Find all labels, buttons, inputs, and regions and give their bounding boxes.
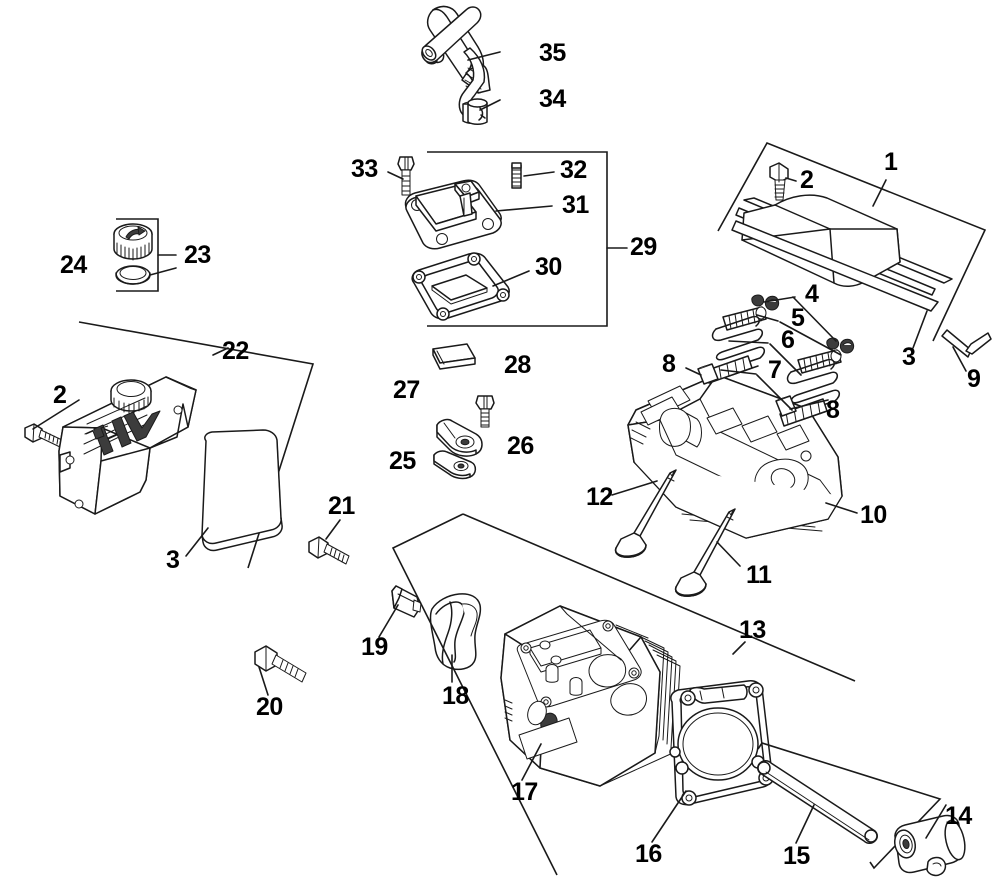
part-30-breather-gasket <box>411 252 510 321</box>
callout-5: 5 <box>791 304 805 332</box>
callout-19: 19 <box>361 633 388 661</box>
callout-23: 23 <box>184 241 211 269</box>
part-19-valve-lifter <box>391 585 422 618</box>
group-bracket-29 <box>427 151 628 327</box>
callout-31: 31 <box>562 191 589 219</box>
callout-30: 30 <box>535 253 562 281</box>
part-1-rocker-cover <box>731 194 953 312</box>
callout-8b: 8 <box>826 396 840 424</box>
part-25-small-clip <box>433 450 477 480</box>
callout-6: 6 <box>781 326 795 354</box>
part-12-intake-valve <box>614 469 677 558</box>
part-34-hose-clamp <box>467 98 488 125</box>
part-10-rocker-housing <box>627 374 843 539</box>
part-21-bolt-short <box>308 536 350 565</box>
callout-20: 20 <box>256 693 283 721</box>
callout-leader-lines <box>32 51 967 844</box>
callout-10: 10 <box>860 501 887 529</box>
callout-1: 1 <box>884 148 898 176</box>
part-2-bolt-rocker-cover <box>769 162 797 201</box>
callout-15: 15 <box>783 842 810 870</box>
part-31-breather-plate <box>404 179 502 250</box>
part-23-oil-fill-cap <box>113 223 153 261</box>
callout-29: 29 <box>630 233 657 261</box>
callout-28: 28 <box>504 351 531 379</box>
callout-12: 12 <box>586 483 613 511</box>
callout-11: 11 <box>746 561 772 589</box>
callout-16: 16 <box>635 840 662 868</box>
callout-18: 18 <box>442 682 469 710</box>
callout-2b: 2 <box>53 381 67 409</box>
part-28-wedge <box>432 343 476 370</box>
part-24-oring <box>115 265 151 285</box>
callout-26: 26 <box>507 432 534 460</box>
callout-8: 8 <box>662 350 676 378</box>
group-bracket-1 <box>717 141 987 342</box>
callout-3b: 3 <box>166 546 180 574</box>
callout-35: 35 <box>539 39 566 67</box>
part-22-valve-cover <box>58 376 197 515</box>
callout-14: 14 <box>945 802 972 830</box>
callout-17: 17 <box>511 778 538 806</box>
callout-2: 2 <box>800 166 814 194</box>
group-bracket-23 <box>116 218 177 292</box>
callout-27: 27 <box>393 376 420 404</box>
part-35-breather-hose <box>421 5 491 124</box>
callout-33: 33 <box>351 155 378 183</box>
part-15-push-rod <box>757 742 942 870</box>
callout-32: 32 <box>560 156 587 184</box>
callout-7: 7 <box>768 356 782 384</box>
part-32-screw <box>511 162 522 189</box>
callout-25: 25 <box>389 447 416 475</box>
part-18-rocker-arm <box>429 593 482 671</box>
part-2b-bolt-valve-cover <box>24 423 63 448</box>
part-27-bolt-pivot <box>475 395 495 428</box>
callout-24: 24 <box>60 251 87 279</box>
part-33-bolt <box>397 156 415 196</box>
callout-4: 4 <box>805 280 819 308</box>
part-14-spark-plug-connector <box>894 814 966 877</box>
part-stack-left-valve-spring <box>697 294 780 385</box>
callout-34: 34 <box>539 85 566 113</box>
callout-22: 22 <box>222 337 249 365</box>
callout-21: 21 <box>328 492 355 520</box>
callout-3: 3 <box>902 343 916 371</box>
part-17-cylinder-head <box>500 605 681 787</box>
part-11-exhaust-valve <box>674 508 736 597</box>
part-3b-valve-cover-gasket <box>201 429 283 552</box>
group-bracket-13 <box>391 513 856 876</box>
part-20-bolt-long <box>254 645 307 683</box>
part-16-head-gasket <box>669 680 774 806</box>
part-9-hex-key <box>941 329 992 358</box>
part-26-pivot-clip <box>436 418 483 457</box>
callout-13: 13 <box>739 616 766 644</box>
callout-9: 9 <box>967 365 981 393</box>
